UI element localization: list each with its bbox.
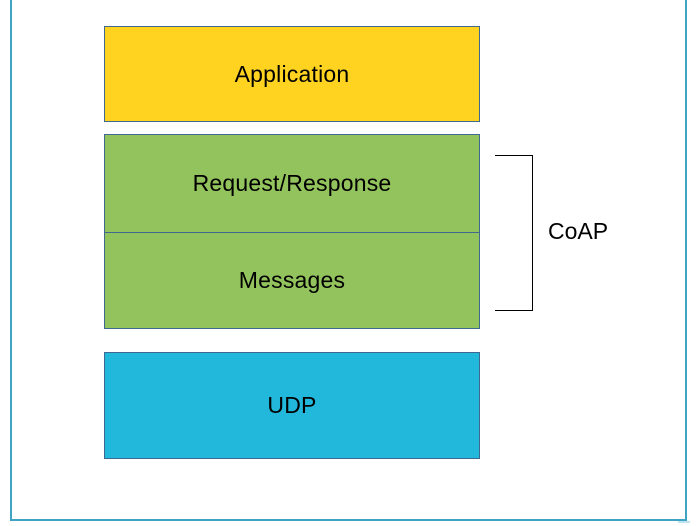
page-frame-corner-mark (678, 521, 690, 523)
page-frame-bottom-rule (10, 519, 687, 521)
layer-box-request-response[interactable]: Request/Response (104, 134, 480, 233)
coap-group-bracket (495, 155, 533, 311)
layer-label-application: Application (234, 60, 350, 87)
layer-label-udp: UDP (267, 392, 317, 418)
page-frame-left-rule (10, 0, 12, 521)
layer-box-udp[interactable]: UDP (104, 352, 480, 459)
layer-box-application[interactable]: Application (104, 26, 480, 122)
layer-box-messages[interactable]: Messages (104, 232, 480, 329)
layer-label-request-response: Request/Response (192, 170, 392, 196)
layer-label-messages: Messages (238, 267, 346, 293)
coap-group-label: CoAP (548, 218, 609, 244)
page-frame-right-rule (685, 0, 687, 521)
